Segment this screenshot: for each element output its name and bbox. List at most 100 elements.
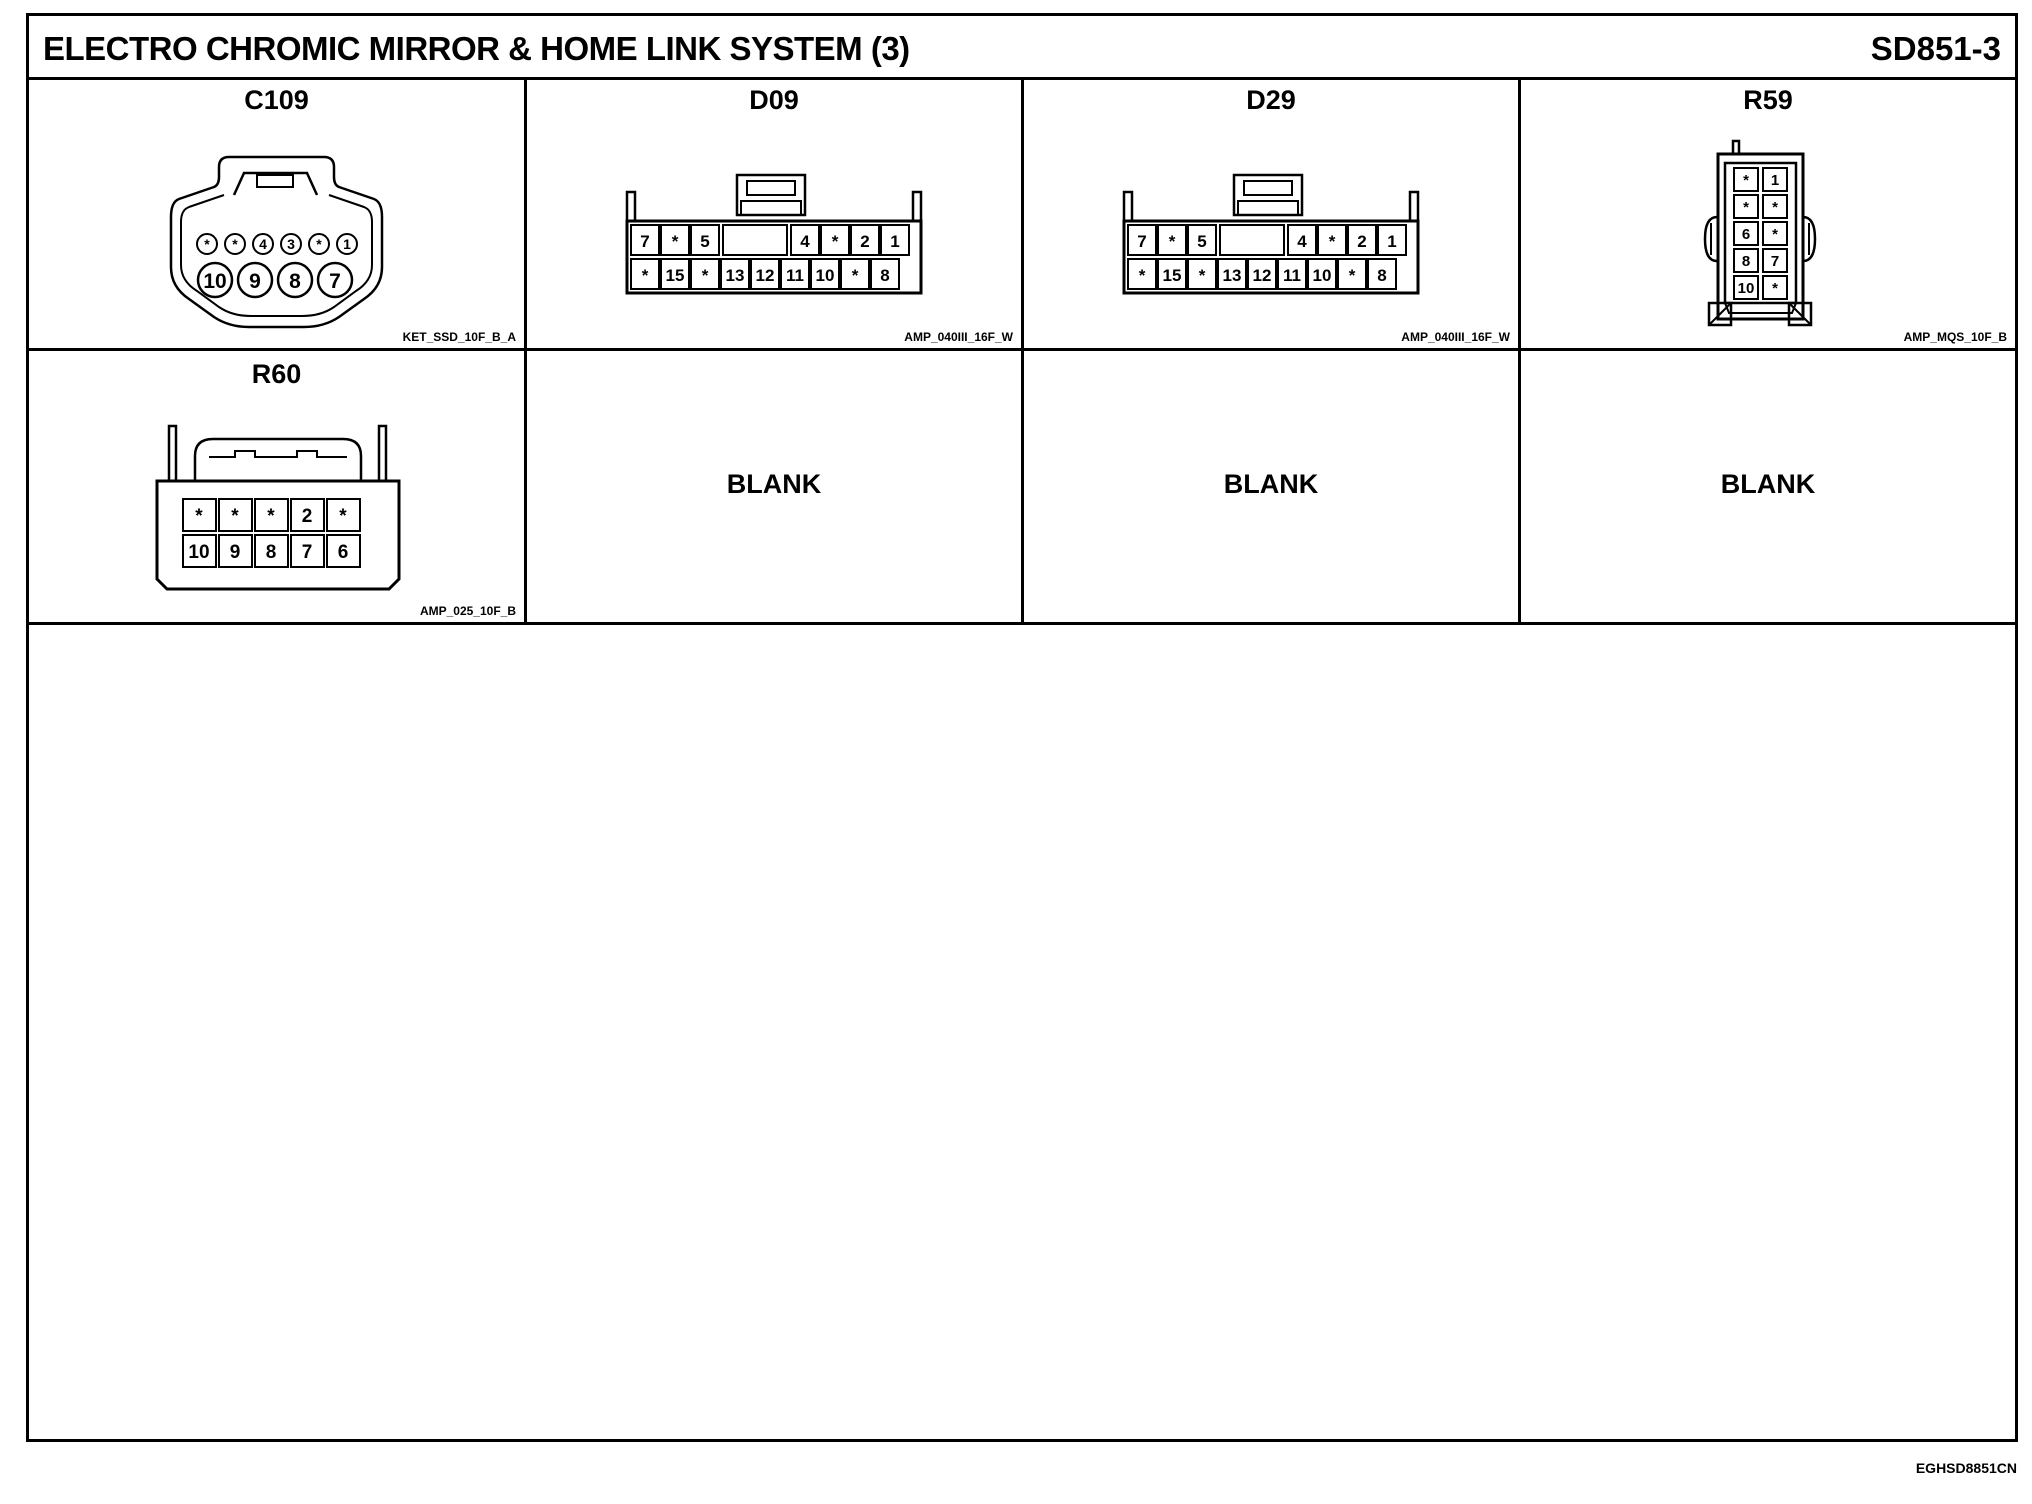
pin-r60-b1: 9 bbox=[218, 534, 253, 568]
pin-r60-t0: * bbox=[182, 498, 217, 532]
pin-r59-r1c1: * bbox=[1762, 194, 1788, 219]
pin-label: * bbox=[231, 506, 239, 527]
connector-type: AMP_040III_16F_W bbox=[904, 330, 1013, 344]
pin-label: 7 bbox=[640, 232, 649, 251]
pin-d09-b1: 15 bbox=[660, 258, 690, 290]
pin-r60-b3: 7 bbox=[290, 534, 325, 568]
connector-cell-d09: D09 7 * 5 4 * 2 1 * 15 * bbox=[527, 77, 1024, 351]
pin-d09-tl2: 5 bbox=[690, 224, 720, 256]
pin-label: 5 bbox=[700, 232, 709, 251]
pin-r59-r0c0: * bbox=[1733, 167, 1759, 192]
pin-d29-tl0: 7 bbox=[1127, 224, 1157, 256]
pin-label: 8 bbox=[1377, 266, 1386, 285]
pin-d09-b7: * bbox=[840, 258, 870, 290]
pin-label: * bbox=[339, 506, 347, 527]
pin-d09-tr3: 1 bbox=[880, 224, 910, 256]
pin-label: 10 bbox=[1313, 266, 1332, 285]
pin-label: * bbox=[642, 266, 649, 285]
pin-label: * bbox=[267, 506, 275, 527]
pin-d09-b3: 13 bbox=[720, 258, 750, 290]
pin-label: * bbox=[672, 232, 679, 251]
pin-label: * bbox=[204, 236, 210, 252]
pin-r60-t2: * bbox=[254, 498, 289, 532]
connector-cell-d29: D29 7 * 5 4 * 2 1 * 15 * bbox=[1024, 77, 1521, 351]
d29-top-right-pins: 4 * 2 1 bbox=[1287, 224, 1407, 256]
blank-label: BLANK bbox=[726, 469, 822, 499]
pin-d09-tr1: * bbox=[820, 224, 850, 256]
pin-d29-tl2: 5 bbox=[1187, 224, 1217, 256]
pin-c109-b0: 10 bbox=[196, 261, 234, 299]
pin-label: * bbox=[1772, 226, 1778, 243]
pin-label: * bbox=[832, 232, 839, 251]
pin-label: 1 bbox=[343, 236, 351, 252]
pin-d09-b5: 11 bbox=[780, 258, 810, 290]
pin-d29-tr1: * bbox=[1317, 224, 1347, 256]
pin-r60-t1: * bbox=[218, 498, 253, 532]
pin-label: 10 bbox=[816, 266, 835, 285]
connector-cell-r59: R59 * 1 * * 6 * 8 7 10 * bbox=[1521, 77, 2015, 351]
connector-d29-drawing: 7 * 5 4 * 2 1 * 15 * 13 12 11 10 * 8 bbox=[1122, 173, 1420, 295]
pin-label: 15 bbox=[666, 266, 685, 285]
pin-r59-r3c1: 7 bbox=[1762, 248, 1788, 273]
pin-label: 15 bbox=[1163, 266, 1182, 285]
connector-name: D29 bbox=[1246, 85, 1296, 115]
pin-label: 10 bbox=[1738, 280, 1755, 297]
r59-pins: * 1 * * 6 * 8 7 10 * bbox=[1733, 167, 1788, 300]
pin-label: 13 bbox=[1223, 266, 1242, 285]
pin-label: 8 bbox=[880, 266, 889, 285]
pin-c109-t4: * bbox=[308, 233, 330, 255]
connector-c109-drawing: * * 4 3 * 1 10 9 8 7 bbox=[169, 155, 384, 329]
d09-top-left-pins: 7 * 5 bbox=[630, 224, 720, 256]
pin-label: 10 bbox=[203, 270, 226, 293]
pin-d29-b0: * bbox=[1127, 258, 1157, 290]
blank-cell: BLANK bbox=[1521, 351, 2015, 625]
pin-d09-b6: 10 bbox=[810, 258, 840, 290]
pin-r59-r2c1: * bbox=[1762, 221, 1788, 246]
pin-label: 10 bbox=[188, 542, 209, 563]
pin-label: 4 bbox=[800, 232, 810, 251]
pin-c109-b1: 9 bbox=[236, 261, 274, 299]
pin-label: * bbox=[702, 266, 709, 285]
pin-d09-b8: 8 bbox=[870, 258, 900, 290]
pin-d09-tr2: 2 bbox=[850, 224, 880, 256]
pin-c109-b3: 7 bbox=[316, 261, 354, 299]
pin-r59-r4c0: 10 bbox=[1733, 275, 1759, 300]
header: ELECTRO CHROMIC MIRROR & HOME LINK SYSTE… bbox=[29, 16, 2015, 80]
pin-d29-tr2: 2 bbox=[1347, 224, 1377, 256]
connector-type: AMP_040III_16F_W bbox=[1401, 330, 1510, 344]
pin-label: 2 bbox=[860, 232, 869, 251]
blank-label: BLANK bbox=[1720, 469, 1816, 499]
pin-label: 5 bbox=[1197, 232, 1206, 251]
connector-name: R59 bbox=[1743, 85, 1793, 115]
pin-d29-b7: * bbox=[1337, 258, 1367, 290]
pin-label: 4 bbox=[259, 236, 267, 252]
r60-bottom-pins: 10 9 8 7 6 bbox=[182, 534, 361, 568]
pin-r59-r3c0: 8 bbox=[1733, 248, 1759, 273]
pin-label: 11 bbox=[1283, 266, 1301, 285]
pin-label: * bbox=[1329, 232, 1336, 251]
connector-name: R60 bbox=[251, 359, 302, 389]
document-code: EGHSD8851CN bbox=[1915, 1460, 2017, 1476]
pin-label: 11 bbox=[786, 266, 804, 285]
pin-label: * bbox=[1772, 199, 1778, 216]
pin-label: 1 bbox=[1771, 172, 1779, 189]
connector-type: AMP_025_10F_B bbox=[419, 604, 516, 618]
diagram-sheet: ELECTRO CHROMIC MIRROR & HOME LINK SYSTE… bbox=[26, 13, 2018, 1442]
pin-c109-t5: 1 bbox=[336, 233, 358, 255]
pin-r60-t3: 2 bbox=[290, 498, 325, 532]
pin-label: * bbox=[316, 236, 322, 252]
pin-label: * bbox=[1743, 172, 1749, 189]
pin-label: 1 bbox=[1387, 232, 1396, 251]
pin-d29-b3: 13 bbox=[1217, 258, 1247, 290]
pin-r59-r0c1: 1 bbox=[1762, 167, 1788, 192]
pin-label: * bbox=[1139, 266, 1146, 285]
page-title: ELECTRO CHROMIC MIRROR & HOME LINK SYSTE… bbox=[43, 30, 910, 67]
pin-r59-r2c0: 6 bbox=[1733, 221, 1759, 246]
pin-d29-b2: * bbox=[1187, 258, 1217, 290]
pin-d09-b0: * bbox=[630, 258, 660, 290]
pin-c109-t2: 4 bbox=[252, 233, 274, 255]
connector-cell-c109: C109 * * 4 3 * 1 10 9 8 7 KET_SSD_10F_B_… bbox=[29, 77, 527, 351]
pin-d09-b2: * bbox=[690, 258, 720, 290]
connector-type: AMP_MQS_10F_B bbox=[1903, 330, 2007, 344]
pin-label: 2 bbox=[302, 506, 313, 527]
